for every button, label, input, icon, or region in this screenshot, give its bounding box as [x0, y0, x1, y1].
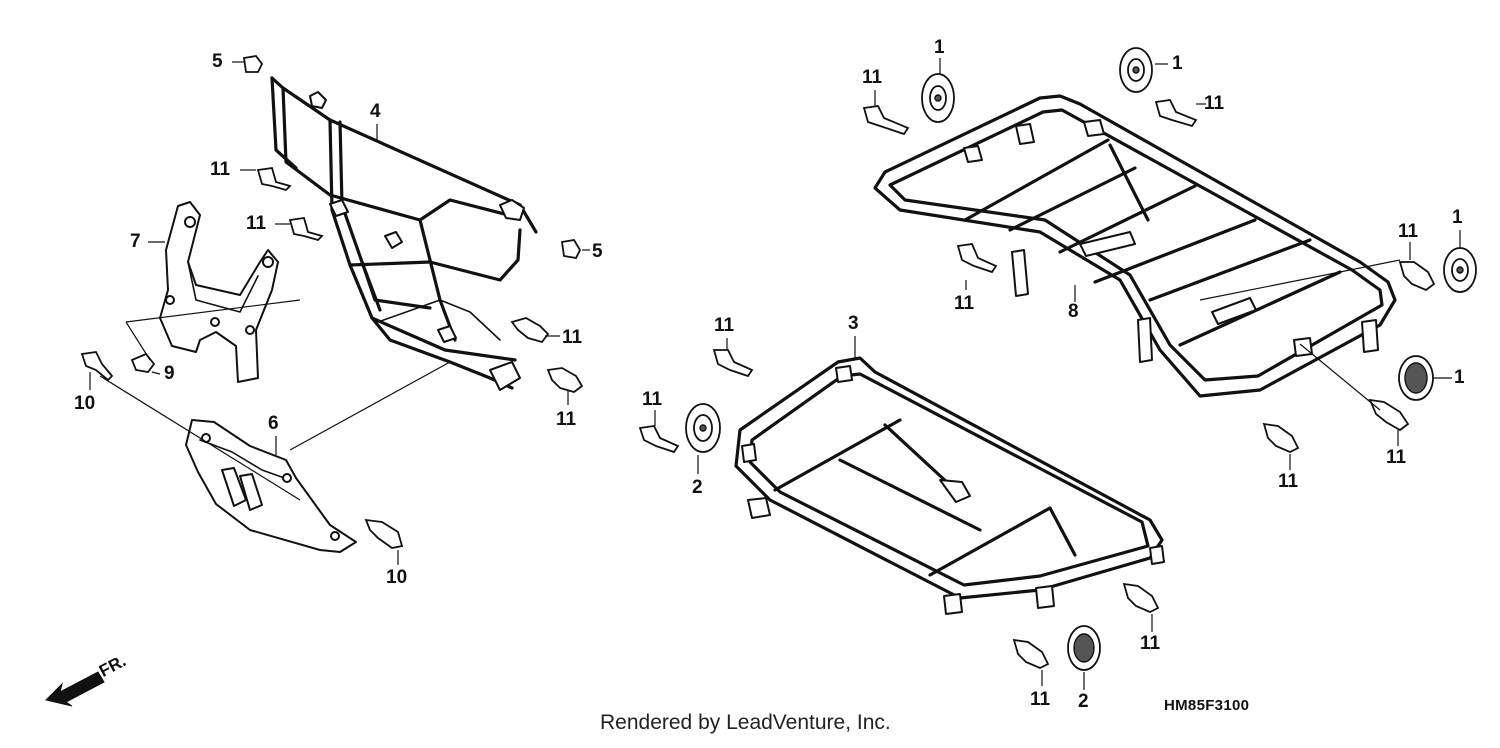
callout-2: 2	[692, 477, 703, 498]
callout-8: 8	[1068, 301, 1079, 322]
callout-3: 3	[848, 313, 859, 334]
bolts-hardware	[80, 55, 1436, 669]
callout-1: 1	[1454, 367, 1465, 388]
callout-9: 9	[164, 363, 175, 384]
rear-carrier-part-8	[873, 94, 1397, 398]
grommets-part-1-2	[685, 47, 1477, 671]
front-carrier-part-3	[734, 356, 1165, 615]
callout-11: 11	[642, 389, 663, 410]
callout-1: 1	[934, 37, 945, 58]
callout-1: 1	[1172, 53, 1183, 74]
render-credit: Rendered by LeadVenture, Inc.	[600, 711, 891, 734]
callout-5: 5	[592, 241, 603, 262]
callout-11: 11	[1030, 689, 1051, 710]
callout-11: 11	[714, 315, 735, 336]
callout-11: 11	[1278, 471, 1299, 492]
callout-6: 6	[268, 413, 279, 434]
callout-11: 11	[556, 409, 577, 430]
callout-10: 10	[74, 393, 96, 414]
callout-1: 1	[1452, 207, 1463, 228]
callout-11: 11	[210, 159, 231, 180]
callout-11: 11	[1398, 221, 1419, 242]
callout-4: 4	[370, 101, 381, 122]
leader-lines	[89, 58, 1461, 690]
callout-7: 7	[130, 231, 141, 252]
skid-plate-part-6	[185, 419, 357, 553]
callout-10: 10	[386, 567, 408, 588]
bracket-part-7	[159, 201, 279, 383]
front-guard-part-4	[270, 76, 538, 391]
callout-11: 11	[562, 327, 583, 348]
callout-2: 2	[1078, 691, 1089, 712]
diagram-code: HM85F3100	[1164, 697, 1250, 714]
callout-11: 11	[862, 67, 883, 88]
callout-11: 11	[1140, 633, 1161, 654]
front-direction-arrow-icon	[45, 671, 105, 707]
callout-5: 5	[212, 51, 223, 72]
callout-11: 11	[954, 293, 975, 314]
callout-11: 11	[1386, 447, 1407, 468]
callout-11: 11	[246, 213, 267, 234]
callout-11: 11	[1204, 93, 1225, 114]
